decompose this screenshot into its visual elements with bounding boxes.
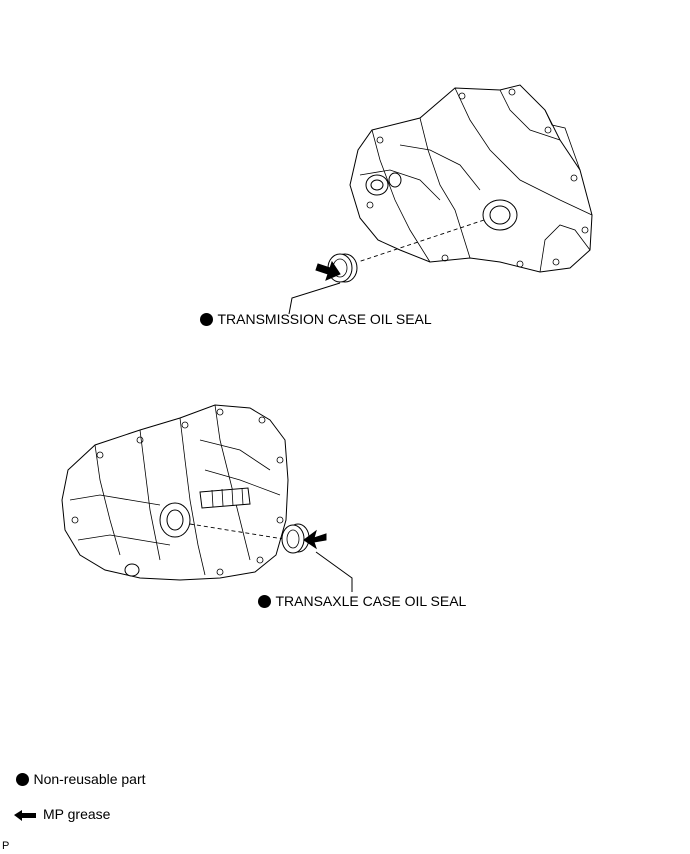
non-reusable-marker-icon (200, 313, 213, 326)
filled-circle-icon (16, 773, 29, 786)
transaxle-seal-label: TRANSAXLE CASE OIL SEAL (275, 593, 467, 609)
legend-non-reusable-label: Non-reusable part (33, 771, 146, 787)
transaxle-case-drawing (61, 404, 291, 581)
transmission-seal-leader-line (288, 282, 341, 315)
non-reusable-marker-icon (258, 595, 271, 608)
legend-mp-grease: MP grease (43, 806, 110, 824)
transmission-case-drawing (349, 84, 593, 273)
grease-arrow-lower-icon (303, 529, 327, 550)
transaxle-seal-callout: TRANSAXLE CASE OIL SEAL (258, 593, 466, 611)
transaxle-seal-leader-line (315, 551, 353, 592)
grease-arrow-upper-icon (315, 260, 341, 281)
transmission-seal-label: TRANSMISSION CASE OIL SEAL (217, 311, 432, 327)
figure-code: P (2, 840, 10, 852)
transmission-seal-callout: TRANSMISSION CASE OIL SEAL (200, 311, 432, 329)
legend-mp-grease-label: MP grease (43, 806, 111, 822)
legend-non-reusable: Non-reusable part (16, 771, 146, 789)
mp-grease-legend-icon (14, 810, 36, 821)
transaxle-seal-part (281, 523, 310, 554)
